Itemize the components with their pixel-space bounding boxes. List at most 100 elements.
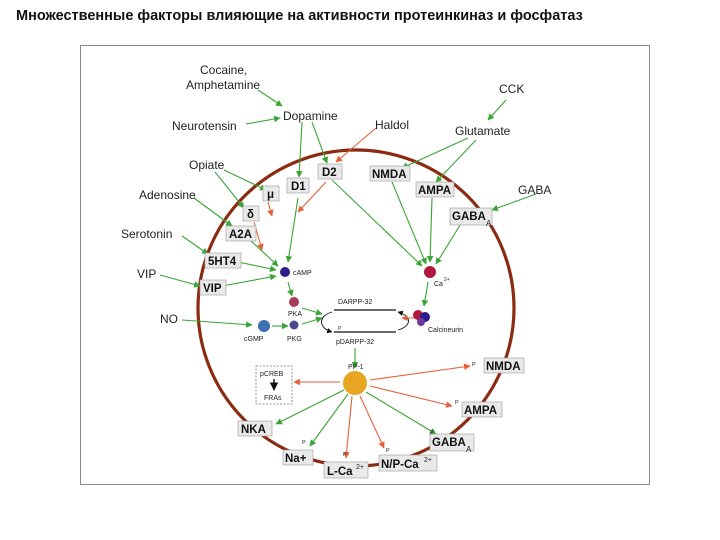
label-glutamate: Glutamate [455,124,511,138]
arrow-haldol-d2 [335,127,377,163]
label-darpp32: DARPP-32 [338,299,372,306]
svg-text:NMDA: NMDA [372,169,407,181]
arrow-opiate-mu [223,169,267,191]
activation-arrows [159,89,537,447]
label-pka: PKA [288,311,302,318]
arrow-glutamate-ampa [435,139,477,183]
svg-text:2+: 2+ [424,457,432,464]
svg-text:P: P [472,362,476,368]
receptor-d1: D1 [286,177,310,194]
label-cocaine: Cocaine, [200,63,247,77]
target-nka: NKA [237,420,273,437]
arrow-vip-camp [221,273,277,287]
svg-text:P: P [455,400,459,406]
svg-text:A2A: A2A [229,229,252,241]
svg-text:P: P [386,448,390,454]
label-fras: FRAs [264,395,282,402]
label-vip: VIP [137,267,156,281]
arrow-cck-glutamate [487,99,507,121]
target-gaba-a: P GABA A [429,430,475,454]
arrow-serotonin-5ht4 [181,235,209,255]
svg-text:GABA: GABA [452,211,486,223]
label-opiate: Opiate [189,158,225,172]
arrow-opiate-delta [214,171,245,209]
arrow-neurotensin-dopamine [245,115,281,125]
arrow-d1-camp [285,197,299,263]
svg-text:5HT4: 5HT4 [208,256,237,268]
arrow-5ht4-camp [237,261,277,273]
label-ca-sup: 2+ [444,277,450,283]
camp-node [280,267,290,277]
arrow-d2-camp [297,181,327,213]
svg-text:N/P-Ca: N/P-Ca [381,459,419,471]
receptor-ampa: AMPA [415,181,455,198]
label-cck: CCK [499,82,524,96]
svg-text:NMDA: NMDA [486,361,521,373]
label-cgmp: cGMP [244,336,264,343]
label-dopamine: Dopamine [283,109,338,123]
label-neurotensin: Neurotensin [172,119,237,133]
arrow-ca-calcineurin [421,281,429,307]
svg-text:A: A [486,219,492,228]
svg-text:GABA: GABA [432,437,466,449]
svg-text:AMPA: AMPA [418,185,451,197]
svg-text:D2: D2 [322,167,337,179]
arrow-ampa-ca [426,197,434,263]
arrow-vip-receptor [159,274,201,288]
label-ca: Ca [434,281,443,288]
target-ampa: P AMPA [455,400,503,418]
arrow-dopamine-d2 [311,121,329,164]
target-nmda: P NMDA [472,357,525,374]
arrow-pp1-nka [275,389,345,425]
cell-membrane [196,148,516,468]
target-l-ca: P L-Ca 2+ [323,452,369,479]
inhibition-arrows [253,127,471,459]
arrow-pp1-nmda [369,363,471,381]
arrow-gaba-gabaa [491,193,537,212]
svg-text:Na+: Na+ [285,453,307,465]
svg-text:P: P [430,430,434,436]
label-pcreb: pCREB [260,371,284,378]
arrow-pkg-darpp [301,316,323,325]
arrow-cocaine-dopamine [257,89,283,107]
receptor-mu: μ [262,185,280,202]
pka-node [289,297,299,307]
svg-text:2+: 2+ [356,464,364,471]
svg-text:L-Ca: L-Ca [327,466,353,478]
svg-text:μ: μ [267,189,274,201]
pcreb-fras-box: pCREB FRAs [255,365,293,405]
pkg-node [289,320,299,330]
receptor-a2a: A2A [225,225,257,242]
ca-node [424,266,436,278]
calcineurin-node [413,310,430,326]
svg-text:P: P [302,440,306,446]
arrow-adenosine-a2a [193,197,233,227]
arrow-pp1-ampa [369,385,453,408]
label-pdarpp32: pDARPP-32 [336,339,374,346]
svg-text:D1: D1 [291,181,306,193]
label-pp1: PP-1 [348,364,364,371]
svg-text:NKA: NKA [241,424,266,436]
label-darpp-p: P [338,326,342,332]
label-amphetamine: Amphetamine [186,78,260,92]
receptor-vip: VIP [199,279,227,296]
target-na: P Na+ [282,440,314,466]
label-serotonin: Serotonin [121,227,172,241]
arrow-pp1-npca [359,395,385,449]
label-calcineurin: Calcineurin [428,327,463,334]
arrow-mu-camp [267,201,274,217]
arrow-gabaa-ca [435,221,463,265]
figure-frame [80,45,650,485]
receptor-delta: δ [242,205,260,222]
cgmp-node [258,320,270,332]
arrow-d2-ca [331,179,423,267]
arrow-glutamate-nmda [401,137,469,169]
arrow-no-cgmp [181,319,253,328]
receptor-gaba-a: GABA A [449,207,493,228]
label-camp: cAMP [293,270,312,277]
page-title: Множественные факторы влияющие на активн… [16,8,583,24]
arrow-pp1-lca [343,395,353,459]
label-pkg: PKG [287,336,302,343]
label-haldol: Haldol [375,118,409,132]
